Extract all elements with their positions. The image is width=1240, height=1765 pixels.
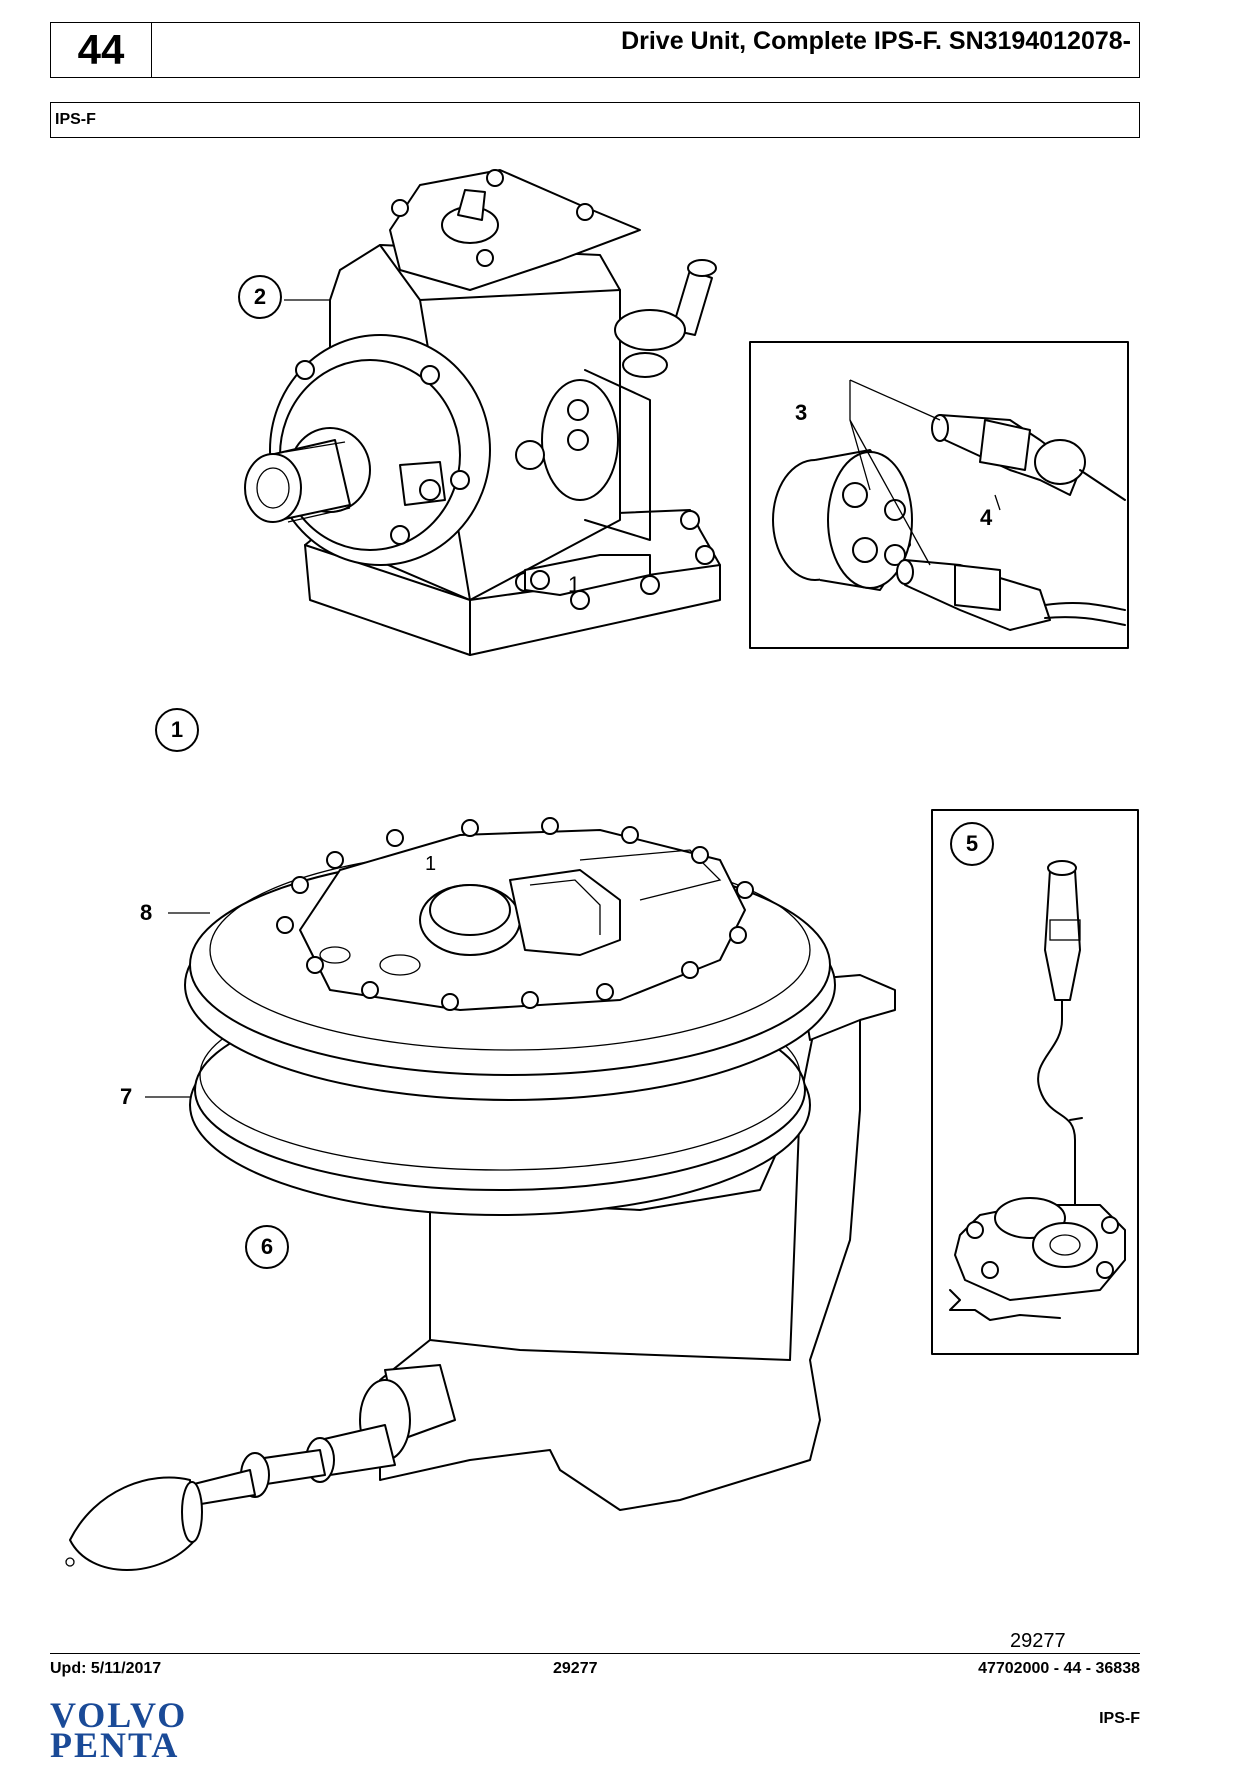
callout-5: 5 (950, 822, 994, 866)
document-reference: 47702000 - 44 - 36838 (978, 1660, 1140, 1677)
page-title: Drive Unit, Complete IPS-F. SN3194012078… (621, 27, 1131, 55)
callout-1: 1 (155, 708, 199, 752)
sensor-inset-parts (949, 860, 1126, 1321)
header-box: 44 Drive Unit, Complete IPS-F. SN3194012… (50, 22, 1140, 78)
upper-gear-housing (244, 169, 721, 656)
lower-drive-leg (65, 817, 896, 1571)
sensor-inset-frame (931, 809, 1139, 1355)
solenoid-inset-parts (772, 379, 1126, 631)
footer-figure-ref: 29277 (553, 1660, 598, 1677)
logo-line-1: VOLVO (50, 1695, 188, 1735)
footer-rule (50, 1653, 1140, 1654)
subheader-box: IPS-F (50, 102, 1140, 138)
inline-label-lower: 1 (425, 853, 437, 875)
label-3: 3 (795, 400, 808, 425)
solenoid-inset-frame (749, 341, 1129, 649)
inline-label-upper: 1 (568, 572, 581, 597)
logo-line-2: PENTA (50, 1725, 180, 1765)
figure-number: 29277 (1010, 1630, 1066, 1652)
callout-2: 2 (238, 275, 282, 319)
volvo-penta-logo: VOLVO PENTA (50, 1695, 188, 1765)
label-4: 4 (980, 505, 993, 530)
label-7: 7 (120, 1084, 133, 1109)
updated-date: Upd: 5/11/2017 (50, 1660, 162, 1677)
callout-6: 6 (245, 1225, 289, 1269)
section-number: 44 (51, 23, 152, 77)
model-label: IPS-F (55, 111, 96, 128)
footer-model: IPS-F (1099, 1710, 1140, 1727)
label-8: 8 (140, 900, 153, 925)
